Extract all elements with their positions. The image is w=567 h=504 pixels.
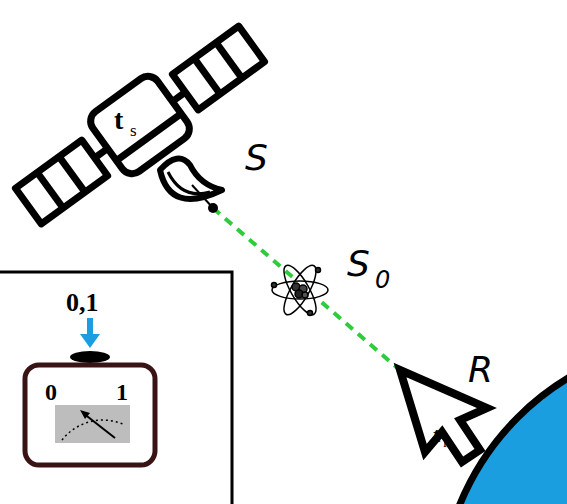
dish-rim <box>168 172 210 194</box>
clock-subscript: R <box>443 437 451 449</box>
clock-symbol: t <box>114 106 123 134</box>
dish-dot <box>208 203 218 213</box>
signal-line <box>213 208 402 372</box>
inset-box <box>0 272 232 504</box>
atom-subscript: 0 <box>375 268 390 292</box>
dial-mark: 1 <box>116 380 128 404</box>
satellite-label: S <box>245 140 268 176</box>
satellite <box>7 14 274 236</box>
atom-label: S <box>347 246 370 282</box>
dial-mark: 0 <box>45 380 57 404</box>
atom-symbol <box>272 261 329 318</box>
dish <box>160 159 222 199</box>
clock-symbol: t <box>433 424 440 446</box>
receiver-label: R <box>468 352 493 388</box>
increment-value: 0,1 <box>66 290 99 316</box>
stopwatch <box>25 318 155 465</box>
clock-subscript: s <box>130 122 137 139</box>
